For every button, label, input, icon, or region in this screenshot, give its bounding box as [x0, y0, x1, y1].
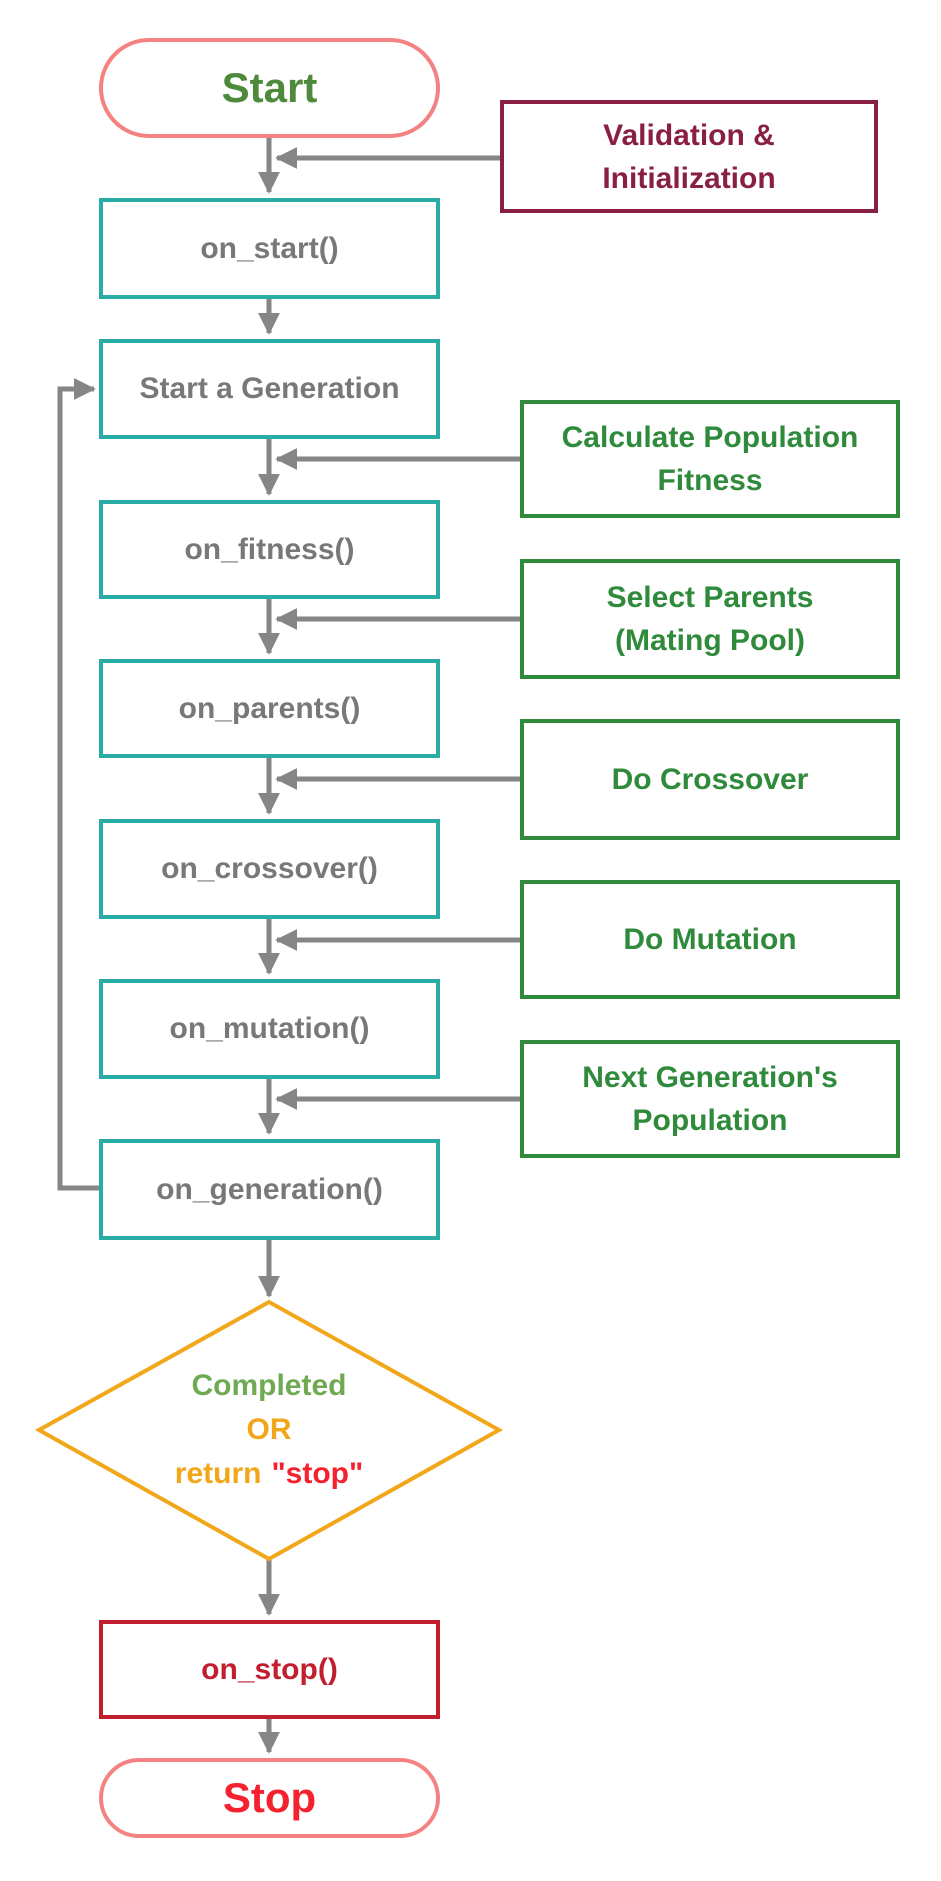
start-terminal: Start [99, 38, 440, 138]
node-on-stop: on_stop() [99, 1620, 440, 1719]
start-label: Start [221, 64, 318, 111]
next-generation-line1: Next Generation's [582, 1061, 838, 1094]
on-mutation-label: on_mutation() [169, 1012, 370, 1045]
loop-arrow-ongeneration-to-startgen [57, 378, 99, 1191]
start-generation-label: Start a Generation [139, 372, 400, 405]
on-parents-label: on_parents() [178, 691, 361, 725]
on-fitness-label: on_fitness() [184, 532, 355, 566]
decision-completed-label: Completed [191, 1369, 347, 1402]
decision-return-label: return [174, 1457, 262, 1490]
decision-diamond-text: Completed OR return "stop" [104, 1364, 434, 1496]
decision-return-line: return "stop" [175, 1457, 363, 1490]
node-on-generation: on_generation() [99, 1139, 440, 1240]
annotation-validation-initialization: Validation & Initialization [500, 100, 878, 213]
node-on-mutation: on_mutation() [99, 979, 440, 1079]
stop-terminal: Stop [99, 1758, 440, 1838]
node-on-fitness: on_fitness() [99, 500, 440, 599]
do-crossover-label: Do Crossover [611, 763, 809, 796]
stop-label: Stop [222, 1774, 317, 1821]
annotation-next-generation-population: Next Generation's Population [520, 1040, 900, 1158]
node-on-parents: on_parents() [99, 659, 440, 758]
on-generation-label: on_generation() [156, 1172, 383, 1206]
node-start-generation: Start a Generation [99, 339, 440, 439]
on-start-label: on_start() [200, 231, 339, 265]
do-mutation-label: Do Mutation [623, 923, 797, 956]
annotation-do-crossover: Do Crossover [520, 719, 900, 840]
annotation-select-parents: Select Parents (Mating Pool) [520, 559, 900, 679]
node-on-start: on_start() [99, 198, 440, 299]
next-generation-line2: Population [632, 1104, 788, 1137]
annotation-calculate-population-fitness: Calculate Population Fitness [520, 400, 900, 518]
validation-line1: Validation & [603, 118, 775, 152]
node-on-crossover: on_crossover() [99, 819, 440, 919]
on-stop-label: on_stop() [201, 1652, 338, 1686]
select-parents-line1: Select Parents [606, 581, 814, 614]
calc-fitness-line1: Calculate Population [561, 421, 859, 454]
calc-fitness-line2: Fitness [657, 464, 763, 497]
on-crossover-label: on_crossover() [161, 852, 378, 885]
annotation-do-mutation: Do Mutation [520, 880, 900, 999]
decision-or-label: OR [246, 1413, 292, 1446]
decision-stop-label: "stop" [271, 1457, 364, 1490]
validation-line2: Initialization [602, 161, 776, 195]
select-parents-line2: (Mating Pool) [615, 624, 805, 657]
